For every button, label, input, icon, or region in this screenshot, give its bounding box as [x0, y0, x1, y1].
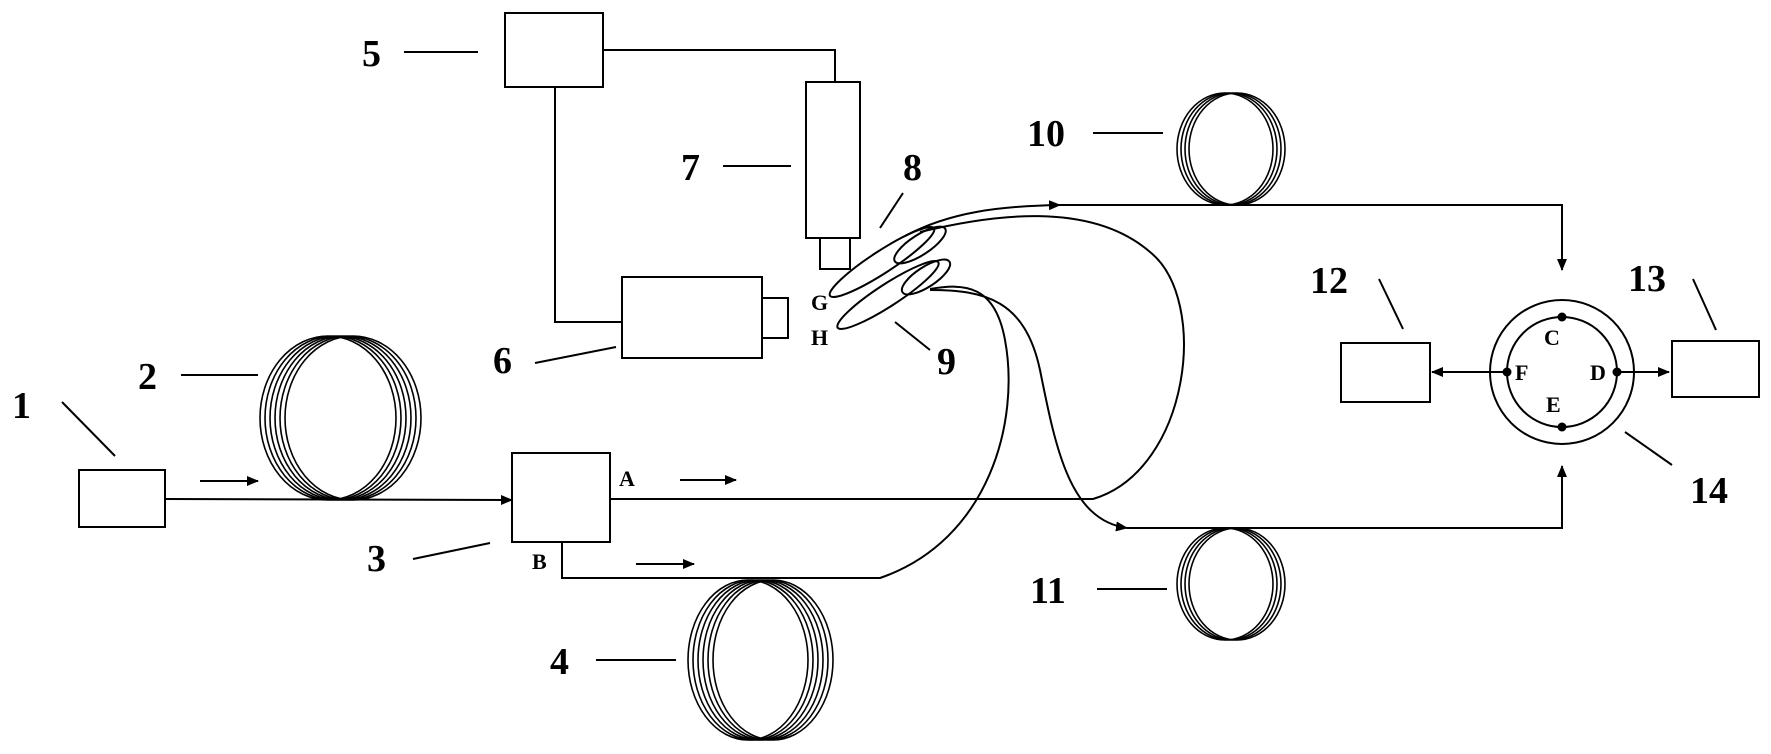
- label-14: 14: [1690, 470, 1728, 512]
- component-10-coil: [1176, 92, 1286, 206]
- fiber-arm-b: [561, 285, 1010, 579]
- component-6-nozzle: [761, 297, 789, 339]
- port-a-label: A: [619, 466, 635, 491]
- component-8-loop: [828, 225, 947, 299]
- fiber-to-10: [904, 200, 1061, 237]
- component-5-box: [504, 12, 604, 88]
- port-g-label: G: [811, 290, 828, 315]
- label-5: 5: [362, 33, 381, 75]
- label-1: 1: [12, 385, 31, 427]
- fiber-to-11: [929, 289, 1128, 532]
- component-12-box: [1340, 342, 1431, 403]
- port-e-label: E: [1546, 392, 1561, 417]
- label-9: 9: [937, 341, 956, 383]
- label-13: 13: [1628, 258, 1666, 300]
- component-3-box: [511, 452, 611, 543]
- label-11: 11: [1030, 570, 1066, 612]
- label-4: 4: [550, 641, 569, 683]
- component-11-coil: [1176, 527, 1286, 641]
- component-7-tip: [819, 237, 851, 270]
- port-d-label: D: [1590, 360, 1606, 385]
- port-h-label: H: [811, 325, 828, 350]
- label-3: 3: [367, 538, 386, 580]
- component-4-coil: [687, 579, 834, 741]
- leader-12: [1378, 278, 1404, 330]
- fiber-11-to-14: [1127, 465, 1567, 529]
- component-13-box: [1671, 340, 1760, 398]
- fiber-arm-a: [610, 215, 1185, 500]
- component-14-ring: [1489, 299, 1635, 445]
- leader-1: [61, 401, 116, 457]
- label-8: 8: [903, 147, 922, 189]
- wire-5-to-6: [554, 87, 622, 323]
- leader-8: [879, 192, 904, 229]
- component-7-body: [805, 81, 861, 239]
- component-9-loop: [836, 258, 952, 330]
- label-7: 7: [681, 147, 700, 189]
- component-2-coil: [259, 335, 422, 501]
- label-2: 2: [138, 356, 157, 398]
- leader-9: [894, 321, 931, 351]
- port-c-label: C: [1544, 325, 1560, 350]
- label-10: 10: [1027, 113, 1065, 155]
- port-f-label: F: [1515, 360, 1528, 385]
- leader-14: [1624, 431, 1673, 466]
- wire-5-to-7: [603, 49, 836, 82]
- port-b-label: B: [532, 549, 547, 574]
- leader-6: [534, 346, 617, 364]
- component-1-box: [78, 469, 166, 528]
- label-12: 12: [1310, 260, 1348, 302]
- label-6: 6: [493, 340, 512, 382]
- leader-3: [412, 542, 491, 560]
- component-6-box: [621, 276, 763, 359]
- leader-13: [1692, 278, 1717, 331]
